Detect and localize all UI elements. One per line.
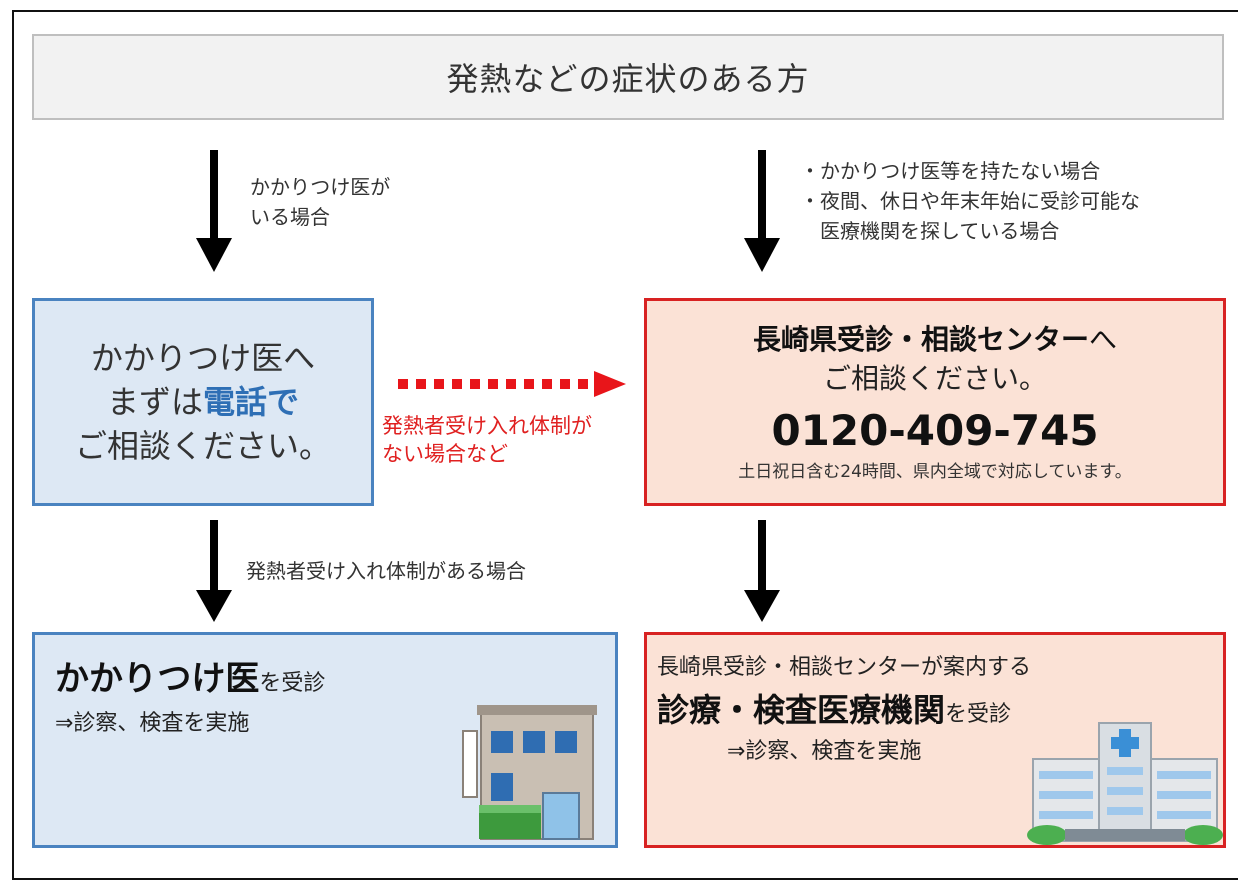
down-arrow-icon <box>196 150 232 272</box>
hospital-building-icon <box>1027 722 1223 845</box>
center-line2: ご相談ください。 <box>822 362 1047 395</box>
down-arrow-icon <box>744 520 780 622</box>
clinic-visit-title: かかりつけ医を受診 <box>55 651 325 700</box>
clinic-line1: かかりつけ医へ <box>90 339 316 377</box>
center-name-bold: 長崎県受診・相談センター <box>752 323 1089 356</box>
clinic-phone-box: かかりつけ医へ まずは電話で ご相談ください。 <box>32 298 374 506</box>
clinic-visit-title-bold: かかりつけ医 <box>55 659 260 699</box>
condition-no-doctor: ・かかりつけ医等を持たない場合 ・夜間、休日や年末年始に受診可能な 医療機関を探… <box>800 159 1140 243</box>
clinic-line2-accent: 電話で <box>203 383 300 421</box>
clinic-visit-box: かかりつけ医を受診 ⇒診察、検査を実施 <box>32 632 618 848</box>
clinic-visit-title-suffix: を受診 <box>259 671 326 696</box>
center-visit-line2-suffix: を受診 <box>945 702 1012 727</box>
center-visit-line2-bold: 診療・検査医療機関 <box>657 691 946 729</box>
down-arrow-icon <box>744 150 780 272</box>
consult-center-box: 長崎県受診・相談センターへ ご相談ください。 0120-409-745 土日祝日… <box>644 298 1226 506</box>
condition-not-accepting: 発熱者受け入れ体制が ない場合など <box>382 414 592 466</box>
center-visit-note: ⇒診察、検査を実施 <box>727 739 922 764</box>
dotted-right-arrow-icon <box>398 371 626 397</box>
condition-accepting: 発熱者受け入れ体制がある場合 <box>246 559 526 583</box>
center-visit-line2: 診療・検査医療機関を受診 <box>657 685 1011 731</box>
phone-number: 0120-409-745 <box>771 406 1099 455</box>
clinic-line2-prefix: まずは <box>106 383 203 421</box>
center-visit-box: 長崎県受診・相談センターが案内する 診療・検査医療機関を受診 ⇒診察、検査を実施 <box>644 632 1226 848</box>
clinic-visit-note: ⇒診察、検査を実施 <box>55 711 250 736</box>
header-title: 発熱などの症状のある方 <box>32 34 1224 120</box>
clinic-line2: まずは電話で <box>107 380 299 424</box>
center-name-suffix: へ <box>1089 323 1118 356</box>
condition-has-doctor: かかりつけ医が いる場合 <box>250 175 391 229</box>
center-visit-line1: 長崎県受診・相談センターが案内する <box>657 655 1032 680</box>
center-hours: 土日祝日含む24時間、県内全域で対応しています。 <box>738 462 1132 482</box>
clinic-building-icon <box>462 705 597 840</box>
center-name: 長崎県受診・相談センターへ <box>753 320 1117 360</box>
down-arrow-icon <box>196 520 232 622</box>
clinic-line3: ご相談ください。 <box>74 427 331 465</box>
